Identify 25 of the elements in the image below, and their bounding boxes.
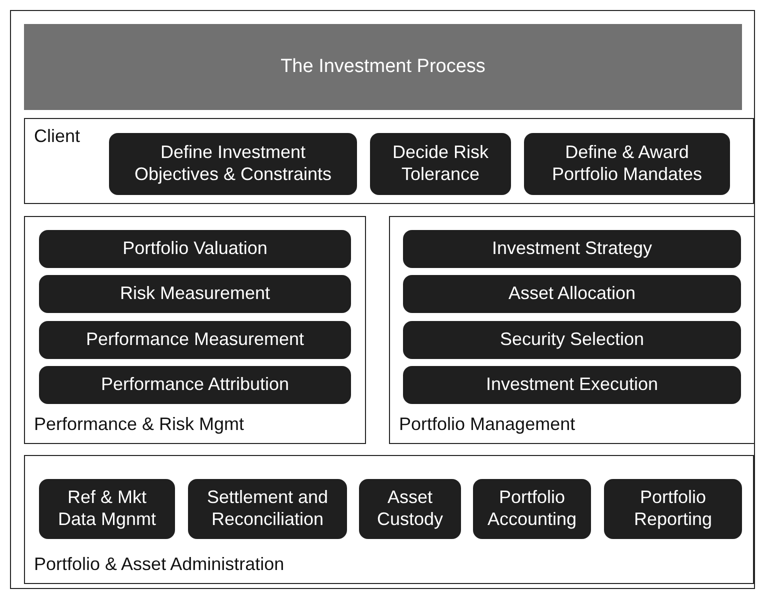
process-box: Investment Strategy [403,230,741,268]
process-box: Define Investment Objectives & Constraints [109,133,357,195]
process-box: Ref & Mkt Data Mgnmt [39,479,175,539]
process-box: Security Selection [403,321,741,359]
group-panel [24,455,754,584]
group-panel [24,216,366,444]
group-panel [389,216,755,444]
title-banner: The Investment Process [24,24,742,110]
process-box: Performance Attribution [39,366,351,404]
group-label: Portfolio & Asset Administration [34,554,284,576]
process-box: Portfolio Reporting [604,479,742,539]
process-box: Portfolio Valuation [39,230,351,268]
process-box: Portfolio Accounting [473,479,591,539]
group-label: Client [34,126,80,148]
process-box: Settlement and Reconciliation [188,479,347,539]
group-label: Performance & Risk Mgmt [34,414,244,436]
group-label: Portfolio Management [399,414,576,436]
process-box: Decide Risk Tolerance [370,133,511,195]
process-box: Asset Allocation [403,275,741,313]
process-box: Asset Custody [359,479,461,539]
group-panel [24,118,754,204]
process-box: Risk Measurement [39,275,351,313]
process-box: Performance Measurement [39,321,351,359]
process-box: Investment Execution [403,366,741,404]
process-box: Define & Award Portfolio Mandates [524,133,730,195]
